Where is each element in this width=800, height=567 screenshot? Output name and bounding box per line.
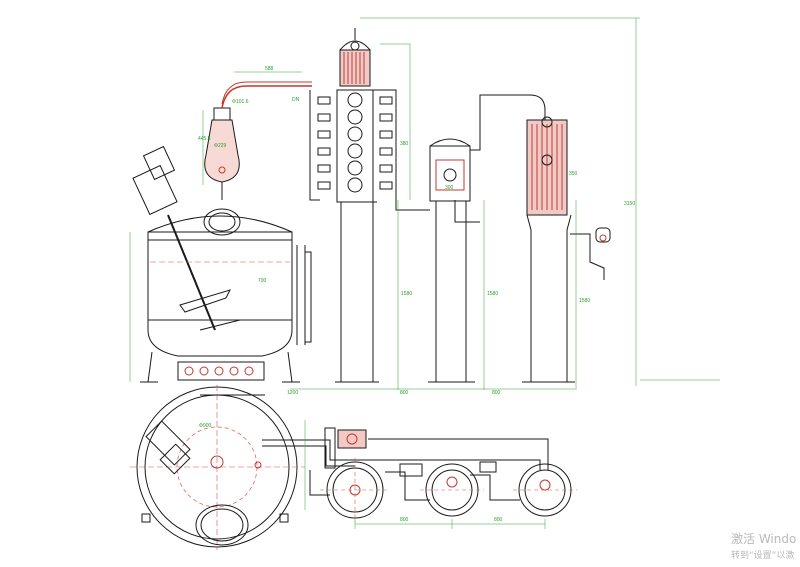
front-elevation	[129, 17, 720, 390]
dim-top-pipe-pipe: DN	[292, 97, 300, 103]
dim-plan-diameter: Φ900	[199, 423, 212, 429]
condenser	[522, 116, 611, 383]
dim-dephleg-height: 380	[400, 141, 409, 147]
front-dimension-labels: 588 DN 445.5 Φ101.6 Φ229 700 300 1580 15…	[198, 66, 635, 396]
dim-helmet-sub: Φ229	[214, 143, 227, 149]
dim-helmet-diameter: Φ101.6	[232, 99, 249, 105]
plan-dimension-lines	[304, 420, 546, 529]
dim-helmet-height: 445.5	[198, 136, 211, 142]
plan-view	[130, 385, 577, 550]
dim-total-height: 3150	[624, 201, 635, 207]
column-plan	[320, 458, 390, 522]
dim-plan-span-2: 800	[494, 517, 503, 523]
dim-top-pipe-span: 588	[265, 66, 274, 72]
plan-dimension-labels: 800 800 Φ900	[199, 423, 503, 523]
separator-plan	[420, 463, 484, 517]
dim-column-height-2: 1580	[487, 291, 498, 297]
dim-condenser-height: 350	[569, 171, 578, 177]
dim-plan-span-1: 800	[400, 517, 409, 523]
watermark-line-2: 转到“设置”以激	[731, 551, 795, 561]
watermark-line-1: 激活 Windo	[731, 532, 797, 546]
still-helmet	[204, 81, 312, 200]
pot-still	[132, 145, 312, 383]
middle-separator	[428, 94, 546, 383]
pot-still-plan	[130, 385, 305, 550]
plan-pipework	[262, 427, 549, 501]
dim-pot-height: 700	[258, 278, 267, 284]
front-dimension-lines	[129, 17, 720, 390]
dim-window-width: 300	[445, 185, 454, 191]
dim-column-height-3: 1580	[579, 298, 590, 304]
condenser-plan	[513, 463, 577, 517]
dim-base-2: 800	[400, 390, 409, 396]
distillation-column	[309, 28, 430, 383]
dim-base-1: 1200	[287, 390, 298, 396]
dim-base-3: 800	[492, 390, 501, 396]
dim-column-height-1: 1580	[401, 291, 412, 297]
